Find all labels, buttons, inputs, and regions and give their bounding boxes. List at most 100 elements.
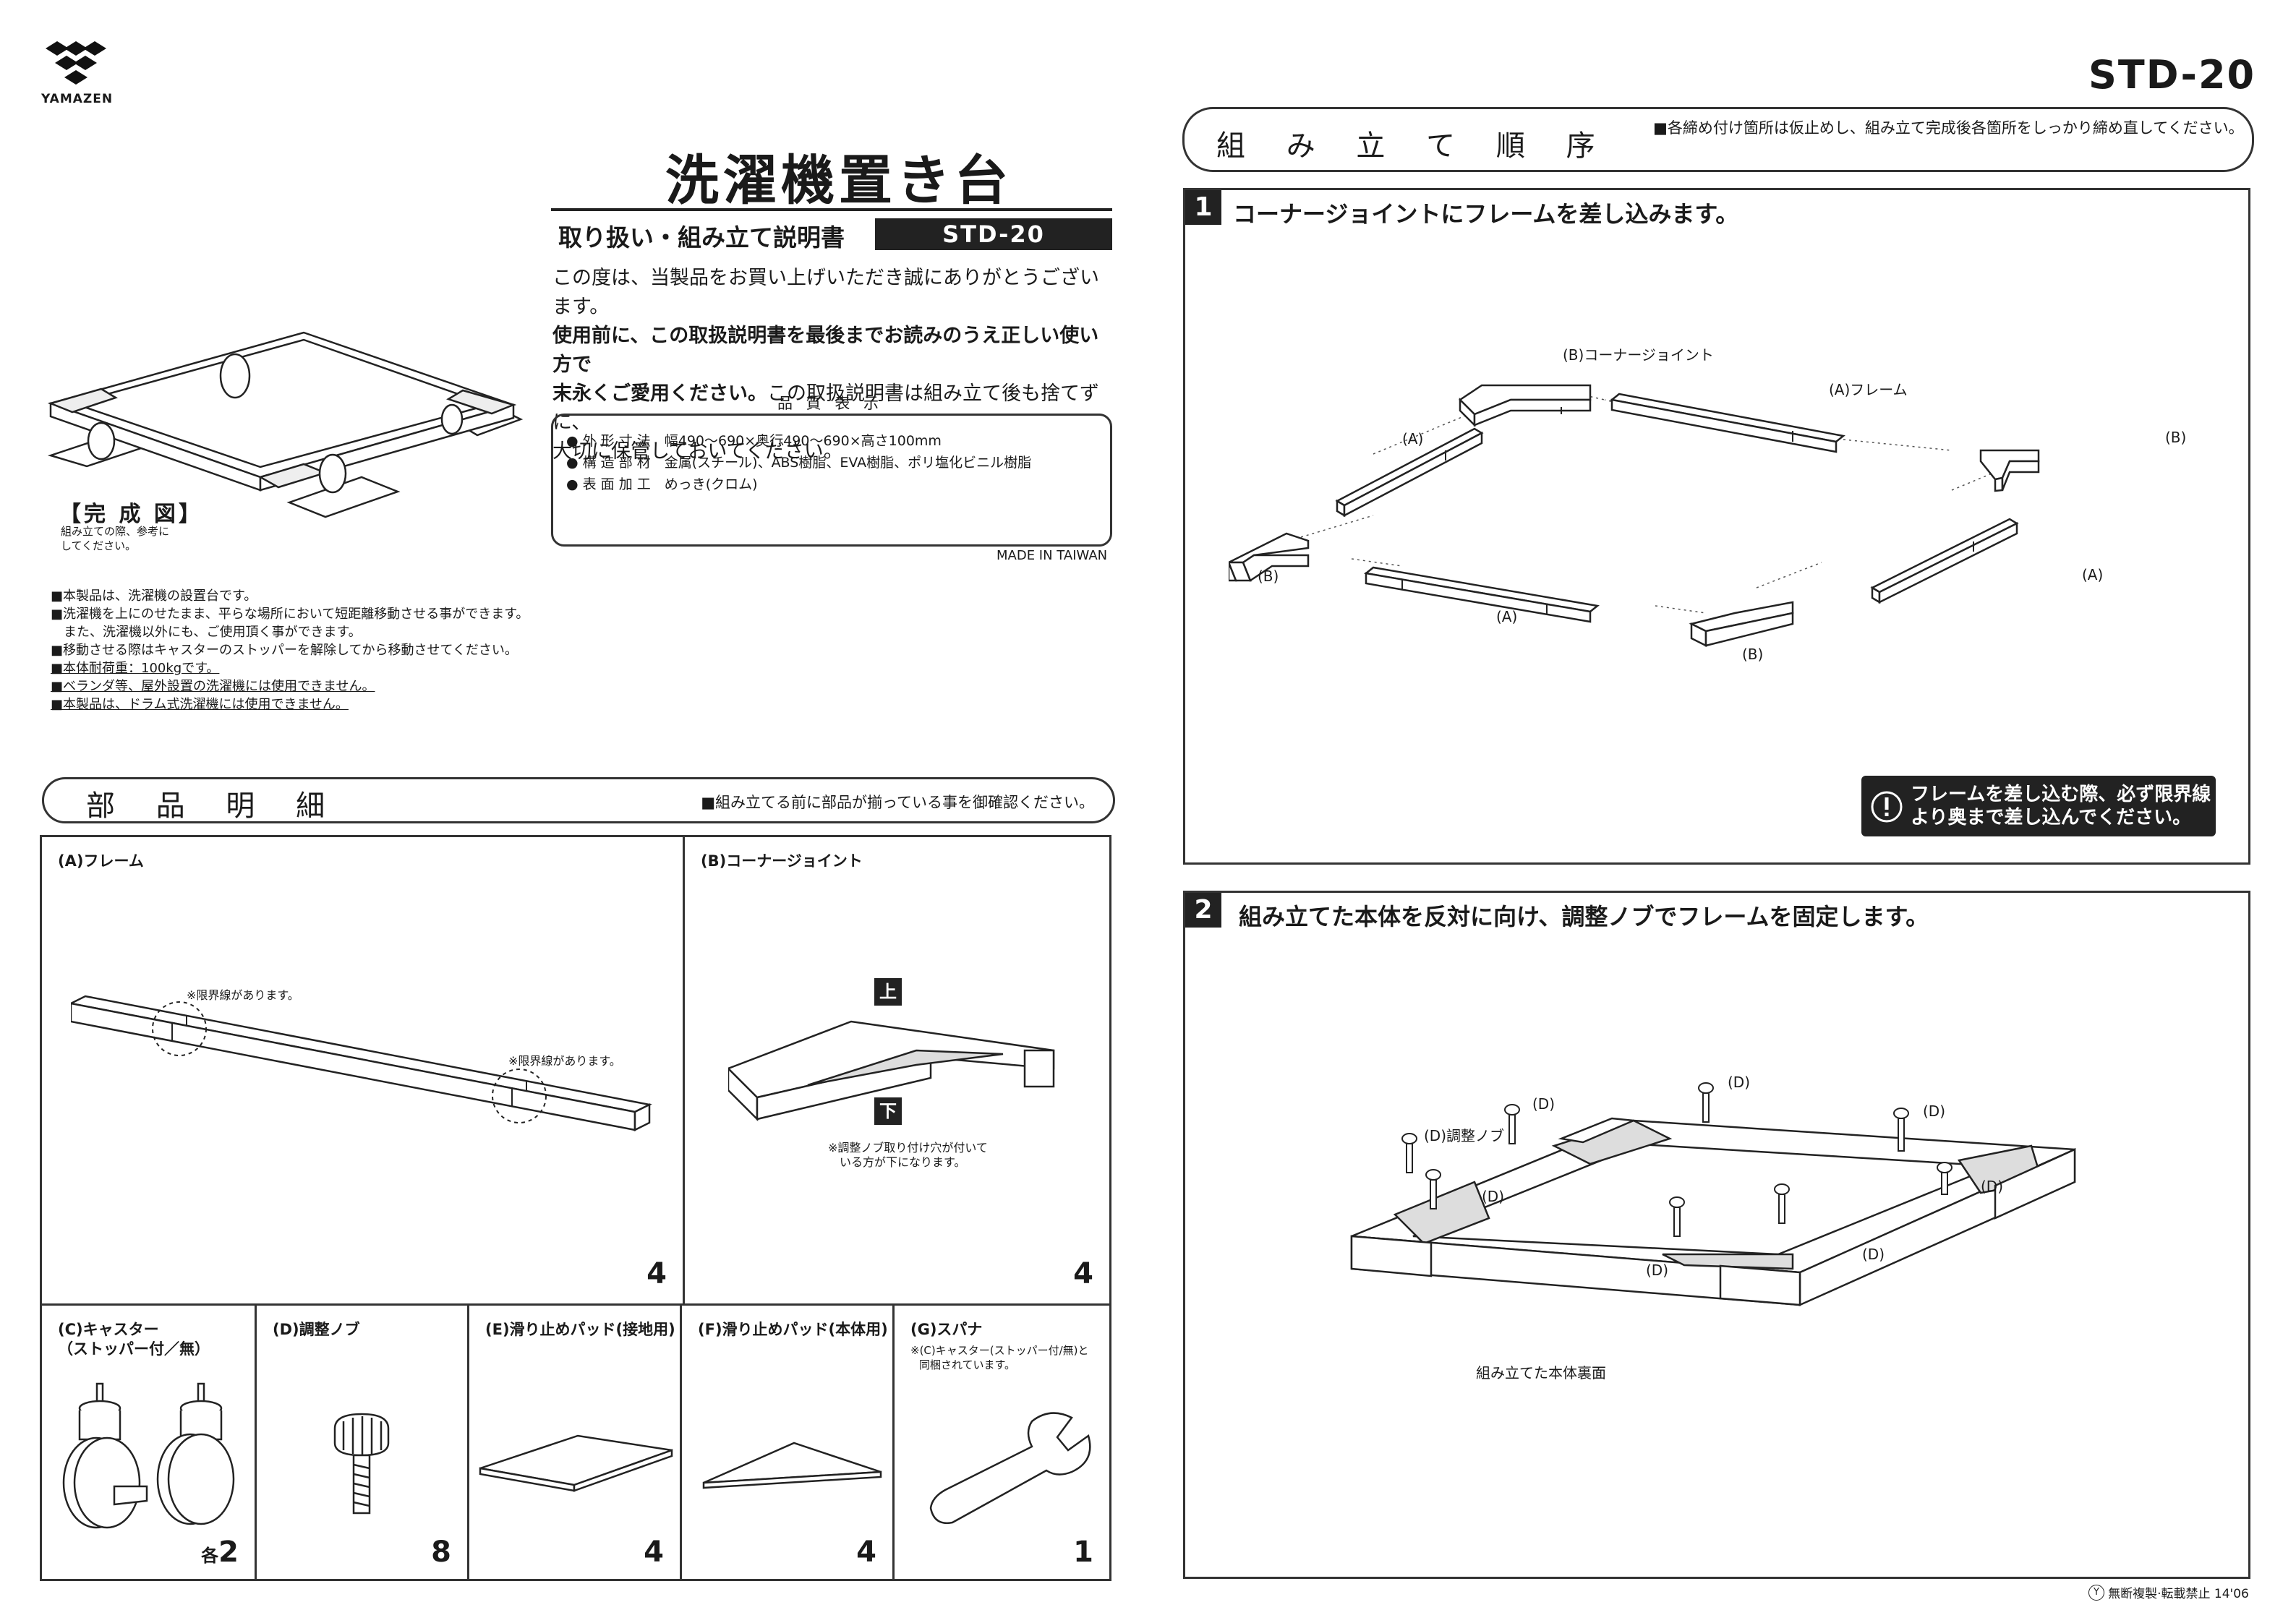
part-qty: 各2	[201, 1536, 239, 1569]
joint-note: いる方が下になります。	[840, 1155, 966, 1169]
part-label: (A)フレーム	[58, 852, 144, 870]
limit-mark-note: ※限界線があります。	[508, 1054, 621, 1068]
frame-drawing	[71, 995, 652, 1132]
parts-heading-bar: 部 品 明 細 ■組み立てる前に部品が揃っている事を御確認ください。	[42, 777, 1115, 823]
caster-drawing	[62, 1382, 235, 1529]
quality-heading: 品 質 表 示	[777, 395, 884, 412]
step1-panel: 1 コーナージョイントにフレームを差し込みます。	[1183, 188, 2250, 865]
spanner-note: 同梱されています。	[919, 1358, 1016, 1371]
label-b: (B)	[2165, 429, 2187, 446]
part-qty: 4	[644, 1536, 664, 1569]
part-qty: 8	[431, 1536, 451, 1569]
note-line: ■移動させる際はキャスターのストッパーを解除してから移動させてください。	[51, 643, 518, 658]
step1-exploded-drawing	[1229, 384, 2040, 648]
part-caster-cell: (C)キャスター （ストッパー付／無） 各2	[40, 1303, 257, 1581]
part-label: (E)滑り止めパッド(接地用)	[485, 1321, 675, 1338]
model-number-top: STD-20	[2088, 52, 2256, 98]
joint-drawing	[728, 1020, 1055, 1122]
part-joint-cell: (B)コーナージョイント 上 下 ※調整ノブ取り付け穴が付いて いる方が下になり…	[683, 835, 1111, 1306]
label-frame: (A)フレーム	[1829, 381, 1908, 398]
made-in: MADE IN TAIWAN	[997, 548, 1108, 563]
label-d: (D)	[1532, 1095, 1555, 1113]
note-line: ■本体耐荷重：100kgです。	[51, 661, 220, 676]
brand-logo: YAMAZEN	[40, 40, 112, 112]
note-line: また、洗濯機以外にも、ご使用頂く事ができます。	[51, 625, 362, 640]
footer-text: 無断複製·転載禁止 14'06	[2108, 1587, 2249, 1601]
model-badge: STD-20	[875, 218, 1112, 250]
limit-mark-note: ※限界線があります。	[187, 988, 299, 1002]
step2-text: 組み立てた本体を反対に向け、調整ノブでフレームを固定します。	[1239, 903, 1929, 930]
intro-line: 使用前に、この取扱説明書を最後までお読みのうえ正しい使い方で	[552, 325, 1099, 376]
intro-line: この度は、当製品をお買い上げいただき誠にありがとうございます。	[552, 267, 1099, 318]
product-title: 洗濯機置き台	[665, 150, 1012, 212]
part-qty: 4	[856, 1536, 876, 1569]
parts-note: ■組み立てる前に部品が揃っている事を御確認ください。	[701, 794, 1094, 811]
label-d: (D)	[1923, 1102, 1946, 1120]
label-d: (D)	[1728, 1074, 1751, 1091]
label-d: (D)	[1981, 1178, 2004, 1195]
part-label: (F)滑り止めパッド(本体用)	[698, 1321, 888, 1338]
caster-label: (C)キャスター	[58, 1321, 159, 1338]
assembly-heading: 組 み 立 て 順 序	[1216, 129, 1611, 163]
pad-floor-drawing	[479, 1434, 673, 1492]
completed-note: してください。	[61, 539, 137, 552]
warning-icon	[1871, 791, 1903, 823]
intro-line: 末永くご愛用ください。	[552, 382, 767, 405]
note-line: ■ベランダ等、屋外設置の洗濯機には使用できません。	[51, 679, 375, 694]
completed-note: 組み立ての際、参考に	[61, 525, 170, 538]
label-underside: 組み立てた本体裏面	[1476, 1364, 1606, 1382]
qty-value: 2	[218, 1536, 239, 1569]
label-d: (D)	[1646, 1262, 1669, 1279]
completed-label: 【完 成 図】	[59, 502, 203, 527]
assembly-heading-bar: 組 み 立 て 順 序 ■各締め付け箇所は仮止めし、組み立て完成後各箇所をしっか…	[1182, 107, 2254, 172]
part-label: (B)コーナージョイント	[701, 852, 863, 870]
label-d: (D)	[1862, 1246, 1885, 1263]
step1-text: コーナージョイントにフレームを差し込みます。	[1233, 200, 1739, 228]
yamazen-logo-icon	[46, 41, 106, 85]
assembly-note: ■各締め付け箇所は仮止めし、組み立て完成後各箇所をしっかり締め直してください。	[1653, 119, 2244, 137]
part-qty: 4	[646, 1257, 667, 1290]
label-a: (A)	[2082, 566, 2104, 583]
label-b: (B)	[1742, 646, 1764, 663]
label-a: (A)	[1402, 430, 1424, 447]
part-knob-cell: (D)調整ノブ 8	[255, 1303, 469, 1581]
usage-notes: ■本製品は、洗濯機の設置台です。 ■洗濯機を上にのせたまま、平らな場所において短…	[51, 587, 529, 714]
parts-heading: 部 品 明 細	[86, 789, 341, 823]
step2-panel: 2 組み立てた本体を反対に向け、調整ノブでフレームを固定します。	[1183, 891, 2250, 1579]
intro-text: この度は、当製品をお買い上げいただき誠にありがとうございます。 使用前に、この取…	[552, 264, 1117, 466]
part-frame-cell: (A)フレーム ※限界線があります。 ※限界線があります。 4	[40, 835, 685, 1306]
part-pad-body-cell: (F)滑り止めパッド(本体用) 4	[680, 1303, 895, 1581]
label-a: (A)	[1496, 608, 1518, 625]
intro-line: 大切に保管しておいてください。	[552, 440, 843, 463]
spanner-note: ※(C)キャスター(ストッパー付/無)と	[910, 1344, 1089, 1357]
pad-body-drawing	[702, 1442, 882, 1489]
spec-line: ● 外 形 寸 法 幅490〜690×奥行490〜690×高さ100mm	[566, 433, 942, 449]
label-knob: (D)調整ノブ	[1424, 1127, 1505, 1144]
joint-note: ※調整ノブ取り付け穴が付いて	[828, 1141, 988, 1155]
caster-sublabel: （ストッパー付／無）	[58, 1340, 210, 1358]
bottom-badge: 下	[874, 1097, 902, 1125]
part-qty: 1	[1073, 1536, 1093, 1569]
knob-icon	[333, 1413, 390, 1515]
qty-prefix: 各	[201, 1546, 219, 1566]
part-label: (G)スパナ	[910, 1321, 983, 1338]
part-label: (D)調整ノブ	[273, 1321, 360, 1338]
title-rule	[551, 208, 1112, 211]
part-spanner-cell: (G)スパナ ※(C)キャスター(ストッパー付/無)と 同梱されています。 1	[892, 1303, 1111, 1581]
note-line: ■本製品は、洗濯機の設置台です。	[51, 588, 257, 604]
step1-number: 1	[1185, 190, 1221, 225]
part-qty: 4	[1073, 1257, 1093, 1290]
warning-line: より奥まで差し込んでください。	[1911, 807, 2192, 828]
step2-number: 2	[1185, 893, 1221, 928]
spec-line: ● 構 造 部 材 金属(スチール)、ABS樹脂、EVA樹脂、ポリ塩化ビニル樹脂	[566, 455, 1032, 471]
quality-box: ● 外 形 寸 法 幅490〜690×奥行490〜690×高さ100mm ● 構…	[551, 414, 1112, 547]
top-badge: 上	[874, 978, 902, 1006]
step1-warning: フレームを差し込む際、必ず限界線 より奥まで差し込んでください。	[1861, 776, 2216, 836]
note-line: ■本製品は、ドラム式洗濯機には使用できません。	[51, 697, 349, 712]
part-pad-floor-cell: (E)滑り止めパッド(接地用) 4	[467, 1303, 682, 1581]
label-corner-joint: (B)コーナージョイント	[1563, 346, 1714, 364]
part-label: (C)キャスター （ストッパー付／無）	[58, 1320, 210, 1359]
parts-grid: (A)フレーム ※限界線があります。 ※限界線があります。 4 (B)コーナージ…	[40, 835, 1111, 1581]
yamazen-mark-icon: Y	[2088, 1584, 2104, 1601]
label-b: (B)	[1258, 568, 1279, 585]
